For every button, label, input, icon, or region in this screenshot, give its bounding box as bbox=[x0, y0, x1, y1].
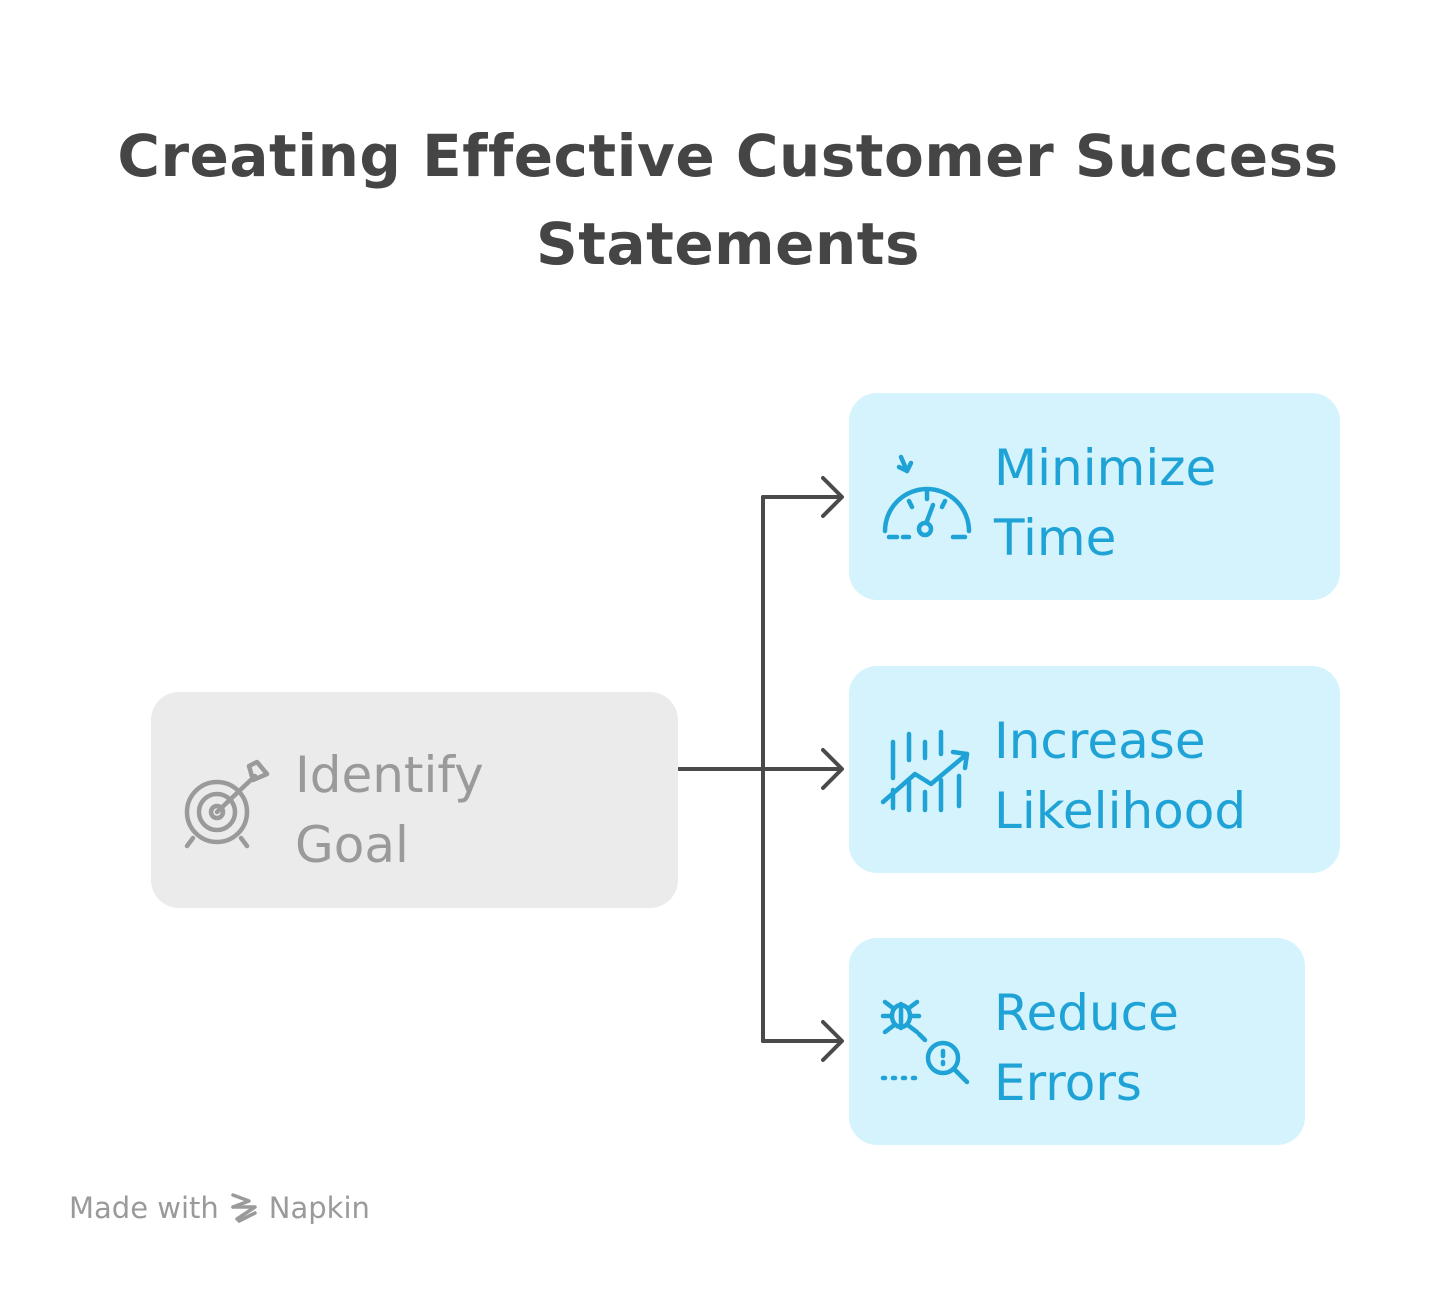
node-minimize-time: Minimize Time bbox=[849, 393, 1340, 600]
speedometer-down-icon bbox=[882, 454, 972, 540]
node-increase-likelihood: Increase Likelihood bbox=[849, 666, 1340, 873]
target-arrow-icon bbox=[184, 759, 270, 849]
title-line-1: Creating Effective Customer Success bbox=[117, 122, 1339, 190]
footer-made-with-napkin: Made with Napkin bbox=[69, 1188, 370, 1228]
napkin-logo-icon bbox=[231, 1193, 257, 1223]
node-reduce-errors-label: Reduce Errors bbox=[994, 978, 1179, 1118]
arrowhead-minimize bbox=[821, 476, 844, 518]
node-increase-likelihood-label: Increase Likelihood bbox=[994, 706, 1246, 846]
footer-made-with-text: Made with bbox=[69, 1191, 219, 1225]
node-increase-likelihood-line-2: Likelihood bbox=[994, 782, 1247, 840]
node-minimize-time-label: Minimize Time bbox=[994, 433, 1216, 573]
node-reduce-errors-line-1: Reduce bbox=[994, 984, 1179, 1042]
node-reduce-errors-line-2: Errors bbox=[994, 1054, 1142, 1112]
node-increase-likelihood-line-1: Increase bbox=[994, 712, 1206, 770]
title-line-2: Statements bbox=[535, 210, 920, 278]
node-identify-goal-label: Identify Goal bbox=[295, 740, 484, 880]
arrowhead-reduce bbox=[821, 1020, 844, 1062]
node-identify-goal-line-2: Goal bbox=[295, 816, 409, 874]
node-identify-goal: Identify Goal bbox=[151, 692, 678, 908]
node-identify-goal-line-1: Identify bbox=[295, 746, 484, 804]
bug-search-icon bbox=[880, 999, 970, 1085]
node-reduce-errors: Reduce Errors bbox=[849, 938, 1305, 1145]
footer-brand-text: Napkin bbox=[268, 1191, 370, 1225]
arrowhead-increase bbox=[821, 748, 844, 790]
diagram-title: Creating Effective Customer Success Stat… bbox=[0, 112, 1456, 288]
node-minimize-time-line-1: Minimize bbox=[994, 439, 1217, 497]
growth-chart-icon bbox=[880, 729, 970, 813]
node-minimize-time-line-2: Time bbox=[994, 509, 1117, 567]
